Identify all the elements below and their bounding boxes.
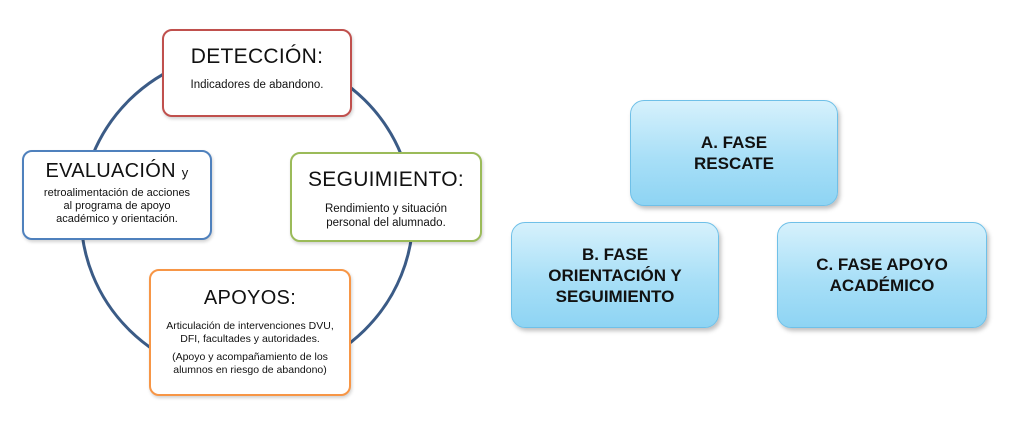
seguimiento-box: SEGUIMIENTO: Rendimiento y situación per…	[290, 152, 482, 242]
apoyos-desc-line: Articulación de intervenciones DVU,	[166, 320, 334, 332]
phase-a-box: A. FASE RESCATE	[630, 100, 838, 206]
apoyos-note-line: alumnos en riesgo de abandono)	[173, 363, 327, 376]
deteccion-description: Indicadores de abandono.	[190, 79, 324, 91]
seguimiento-title: SEGUIMIENTO:	[307, 168, 465, 191]
seguimiento-desc-line: Rendimiento y situación	[324, 203, 448, 215]
phase-b-label: B. FASE ORIENTACIÓN Y SEGUIMIENTO	[548, 244, 682, 307]
evaluacion-title: EVALUACIÓN y	[24, 160, 210, 183]
evaluacion-description: retroalimentación de acciones al program…	[24, 187, 210, 226]
apoyos-note-line: (Apoyo y acompañamiento de los	[172, 351, 328, 363]
evaluacion-title-text: EVALUACIÓN	[45, 160, 176, 182]
phase-b-line: B. FASE	[581, 244, 649, 264]
seguimiento-description: Rendimiento y situación personal del alu…	[292, 202, 480, 230]
apoyos-desc-line: DFI, facultades y autoridades.	[180, 332, 320, 345]
evaluacion-title-suffix: y	[181, 165, 189, 180]
phase-a-line: A. FASE	[700, 133, 768, 152]
deteccion-title: DETECCIÓN:	[190, 45, 324, 68]
phase-c-line: C. FASE APOYO	[816, 255, 948, 274]
apoyos-title: APOYOS:	[203, 287, 297, 309]
seguimiento-desc-line: personal del alumnado.	[326, 217, 446, 229]
evaluacion-desc-line: al programa de apoyo	[63, 200, 171, 212]
apoyos-description: Articulación de intervenciones DVU, DFI,…	[151, 320, 349, 345]
phase-b-line: ORIENTACIÓN Y	[548, 265, 682, 285]
phase-b-line: SEGUIMIENTO	[555, 286, 675, 306]
evaluacion-box: EVALUACIÓN y retroalimentación de accion…	[22, 150, 212, 240]
apoyos-note: (Apoyo y acompañamiento de los alumnos e…	[151, 351, 349, 376]
phase-c-line: ACADÉMICO	[829, 276, 935, 295]
phase-b-box: B. FASE ORIENTACIÓN Y SEGUIMIENTO	[511, 222, 719, 328]
phase-a-label: A. FASE RESCATE	[694, 132, 774, 174]
phase-c-label: C. FASE APOYO ACADÉMICO	[816, 254, 948, 296]
deteccion-box: DETECCIÓN: Indicadores de abandono.	[162, 29, 352, 117]
phase-c-box: C. FASE APOYO ACADÉMICO	[777, 222, 987, 328]
phase-a-line: RESCATE	[694, 154, 774, 173]
evaluacion-desc-line: retroalimentación de acciones	[43, 187, 191, 199]
evaluacion-desc-line: académico y orientación.	[56, 213, 178, 225]
apoyos-box: APOYOS: Articulación de intervenciones D…	[149, 269, 351, 396]
